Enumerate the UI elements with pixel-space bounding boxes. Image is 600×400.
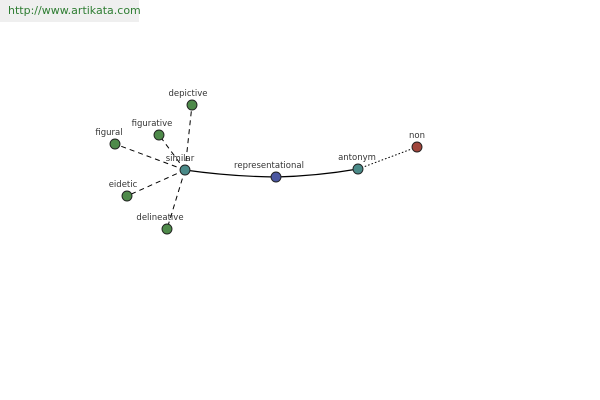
nodes-layer: representational similar antonym non depicti… [95,89,425,235]
node-depictive-label: depictive [168,89,207,99]
source-url-link[interactable]: http://www.artikata.com [8,4,141,17]
node-non-label: non [409,131,425,141]
edges-layer [114,104,418,230]
node-similar[interactable]: similar [166,154,195,176]
edge-representational-similar [184,169,277,178]
edge-representational-antonym [275,168,359,178]
node-representational-label: representational [234,161,304,171]
node-eidetic[interactable]: eidetic [109,180,138,202]
node-non[interactable]: non [409,131,425,153]
node-delineative[interactable]: delineative [136,213,184,235]
node-figurative-dot[interactable] [153,129,165,141]
node-delineative-dot[interactable] [161,223,173,235]
node-figural-dot[interactable] [109,138,121,150]
node-similar-label: similar [166,154,195,164]
node-figural-label: figural [95,128,122,138]
node-figurative[interactable]: figurative [132,119,173,141]
node-antonym-dot[interactable] [352,163,364,175]
node-similar-dot[interactable] [179,164,191,176]
node-antonym-label: antonym [338,153,376,163]
edge-similar-eidetic [126,169,186,197]
node-delineative-label: delineative [136,213,183,223]
edge-similar-figural [114,143,186,171]
edge-similar-figurative [158,134,186,171]
node-eidetic-dot[interactable] [121,190,133,202]
node-figural[interactable]: figural [95,128,123,150]
node-eidetic-label: eidetic [109,180,138,190]
node-antonym[interactable]: antonym [338,153,376,175]
node-representational[interactable]: representational [234,161,304,183]
node-non-dot[interactable] [411,141,423,153]
url-banner: http://www.artikata.com [0,0,141,22]
node-figurative-label: figurative [132,119,173,129]
edge-similar-delineative [166,169,186,230]
node-depictive[interactable]: depictive [168,89,208,111]
node-representational-dot[interactable] [270,171,282,183]
edge-similar-depictive [184,104,193,171]
node-depictive-dot[interactable] [186,99,198,111]
